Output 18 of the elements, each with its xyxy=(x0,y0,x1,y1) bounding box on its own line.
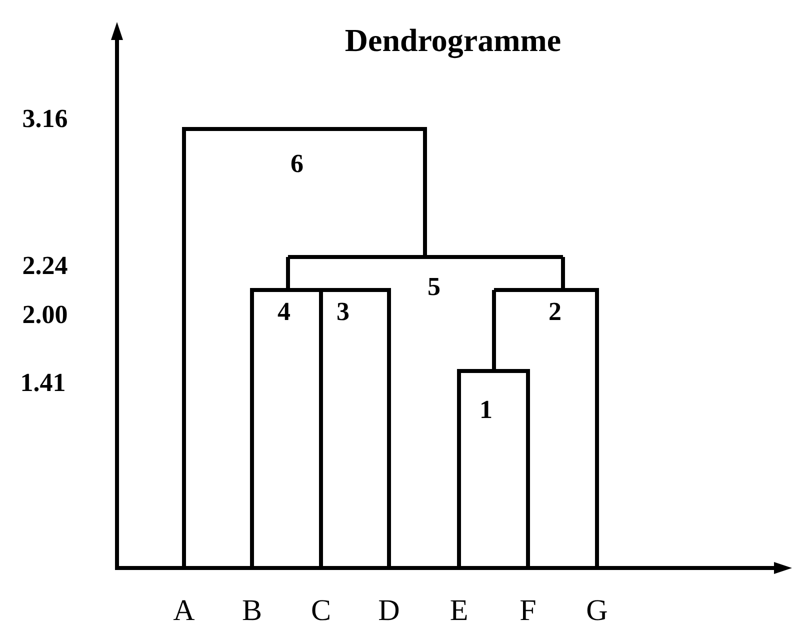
leaf-label: C xyxy=(311,596,331,626)
tick-label: 1.41 xyxy=(20,370,66,396)
leaf-label: B xyxy=(242,596,262,626)
cluster-number: 6 xyxy=(290,151,304,177)
tick-label: 2.00 xyxy=(22,302,68,328)
tick-label: 2.24 xyxy=(22,253,68,279)
leaf-label: E xyxy=(450,596,468,626)
cluster-number: 2 xyxy=(548,299,562,325)
cluster-number: 4 xyxy=(278,299,290,325)
leaf-label: A xyxy=(173,596,195,626)
leaf-label: F xyxy=(520,596,536,626)
cluster-number: 5 xyxy=(428,274,440,300)
cluster-number: 3 xyxy=(336,299,350,325)
leaf-label: G xyxy=(586,596,608,626)
chart-title: Dendrogramme xyxy=(344,24,562,56)
cluster-number: 1 xyxy=(480,397,492,423)
leaf-label: D xyxy=(378,596,400,626)
tick-label: 3.16 xyxy=(22,106,68,132)
